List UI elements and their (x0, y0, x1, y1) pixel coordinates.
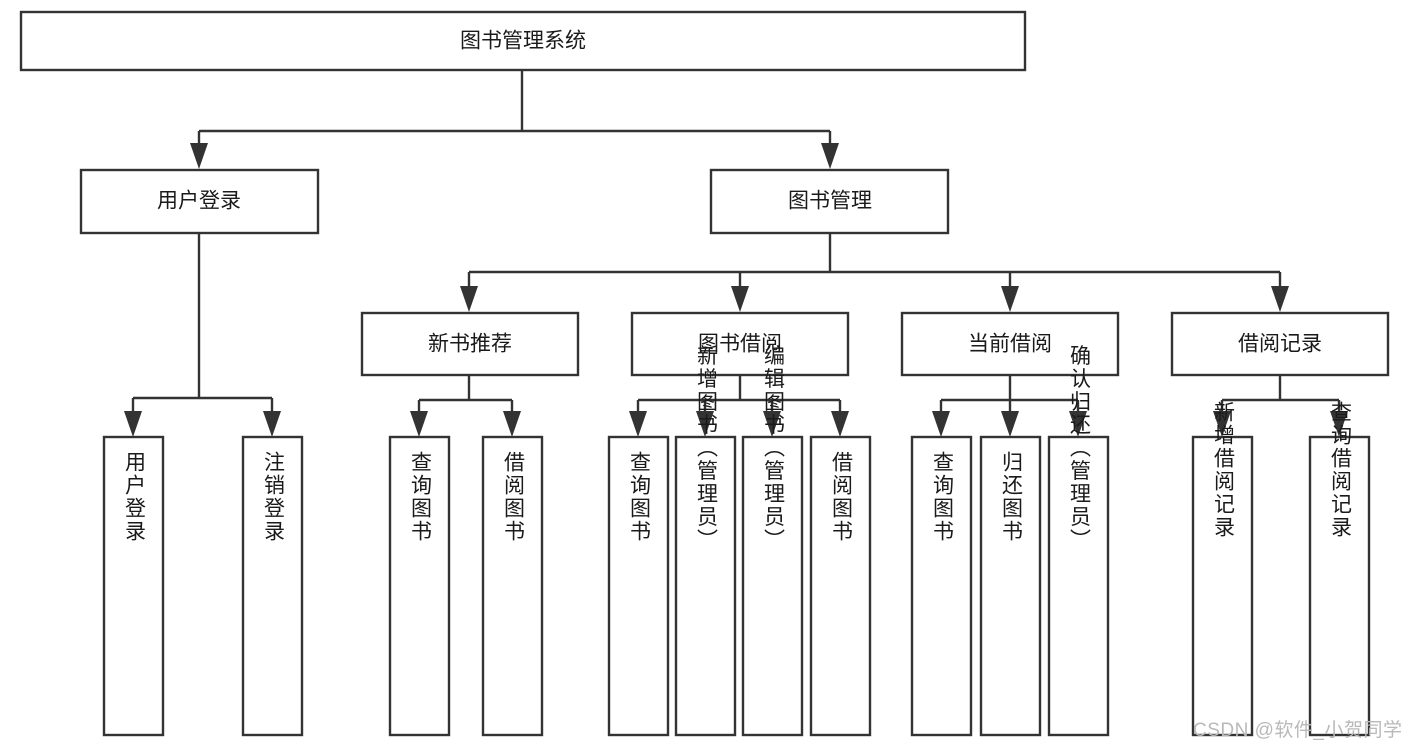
node-leaf-borrow-book-2[interactable]: 借阅图书 (809, 435, 872, 737)
node-leaf-confirm-return-label: 确认归还（管理员） (1068, 345, 1092, 552)
node-borrow-record-box[interactable] (1170, 311, 1390, 377)
node-book-borrow-box[interactable] (630, 311, 850, 377)
node-leaf-query-book-2-label: 查询图书 (628, 451, 652, 543)
node-leaf-user-logout-label: 注销登录 (262, 451, 286, 543)
connector-currentborrow-bus (939, 375, 1080, 418)
node-new-book-rec-box[interactable] (360, 311, 580, 377)
node-leaf-user-logout[interactable]: 注销登录 (241, 435, 304, 737)
node-leaf-query-book-3-box[interactable] (910, 435, 973, 737)
arrow-head-icon (190, 143, 208, 169)
connector-root-bus (197, 71, 832, 152)
arrow-head-icon (731, 286, 749, 312)
node-leaf-borrow-book-1-label: 借阅图书 (502, 451, 526, 543)
connector-bookmanage-bus (467, 233, 1282, 293)
arrow-head-icon (629, 411, 647, 437)
node-leaf-user-logout-box[interactable] (241, 435, 304, 737)
node-root-label: 图书管理系统 (460, 30, 586, 53)
node-leaf-add-record-box[interactable] (1191, 435, 1254, 737)
node-leaf-edit-book-label: 编辑图书（管理员） (762, 345, 786, 552)
arrow-head-icon (1213, 411, 1231, 437)
arrow-head-icon (1069, 411, 1087, 437)
node-current-borrow[interactable]: 当前借阅 (900, 311, 1120, 377)
node-current-borrow-label: 当前借阅 (968, 333, 1052, 356)
node-leaf-edit-book-box[interactable] (741, 435, 804, 737)
node-leaf-add-book[interactable]: 新增图书（管理员） (674, 345, 737, 737)
node-borrow-record[interactable]: 借阅记录 (1170, 311, 1390, 377)
connector-newbook-bus (417, 375, 514, 418)
node-user-login[interactable]: 用户登录 (79, 168, 320, 235)
node-book-borrow-label: 图书借阅 (698, 333, 782, 356)
arrow-head-icon (1330, 411, 1348, 437)
node-book-borrow[interactable]: 图书借阅 (630, 311, 850, 377)
node-leaf-add-book-box[interactable] (674, 435, 737, 737)
csdn-watermark: CSDN @软件_小贺同学 (1193, 720, 1403, 741)
node-leaf-query-book-2-box[interactable] (607, 435, 670, 737)
node-leaf-user-login[interactable]: 用户登录 (102, 435, 165, 737)
node-leaf-query-record-label: 查询借阅记录 (1329, 401, 1353, 539)
node-book-manage[interactable]: 图书管理 (709, 168, 950, 235)
node-leaf-return-book-label: 归还图书 (1000, 451, 1024, 543)
node-leaf-query-book-1-box[interactable] (388, 435, 451, 737)
node-user-login-label: 用户登录 (157, 190, 241, 213)
arrow-head-icon (1001, 411, 1019, 437)
node-leaf-confirm-return-box[interactable] (1047, 435, 1110, 737)
node-leaf-query-book-3-label: 查询图书 (931, 451, 955, 543)
arrow-head-icon (1001, 286, 1019, 312)
connector-bookborrow-bus (636, 375, 842, 418)
connector-userlogin-bus (131, 233, 274, 418)
node-leaf-user-login-label: 用户登录 (123, 451, 147, 543)
node-leaf-borrow-book-1[interactable]: 借阅图书 (481, 435, 544, 737)
arrow-head-icon (410, 411, 428, 437)
arrowheads-layer (124, 143, 1348, 437)
node-leaf-confirm-return[interactable]: 确认归还（管理员） (1047, 345, 1110, 737)
node-new-book-rec-label: 新书推荐 (428, 333, 512, 356)
node-root-box[interactable] (19, 10, 1027, 72)
connectors-layer (131, 71, 1341, 418)
node-leaf-edit-book[interactable]: 编辑图书（管理员） (741, 345, 804, 737)
arrow-head-icon (696, 411, 714, 437)
node-leaf-query-book-1[interactable]: 查询图书 (388, 435, 451, 737)
node-leaf-return-book[interactable]: 归还图书 (979, 435, 1042, 737)
arrow-head-icon (831, 411, 849, 437)
node-leaf-add-record[interactable]: 新增借阅记录 (1191, 401, 1254, 737)
arrow-head-icon (932, 411, 950, 437)
node-leaf-borrow-book-2-label: 借阅图书 (830, 451, 854, 543)
node-root[interactable]: 图书管理系统 (19, 10, 1027, 72)
node-leaf-query-record[interactable]: 查询借阅记录 (1308, 401, 1371, 737)
node-leaf-query-book-1-label: 查询图书 (409, 451, 433, 543)
arrow-head-icon (821, 143, 839, 169)
arrow-head-icon (1271, 286, 1289, 312)
node-leaf-query-book-2[interactable]: 查询图书 (607, 435, 670, 737)
node-leaf-query-record-box[interactable] (1308, 435, 1371, 737)
node-user-login-box[interactable] (79, 168, 320, 235)
arrow-head-icon (763, 411, 781, 437)
node-book-manage-label: 图书管理 (788, 190, 872, 213)
connector-borrowrecord-bus (1220, 375, 1341, 418)
node-leaf-add-record-label: 新增借阅记录 (1212, 401, 1236, 539)
node-borrow-record-label: 借阅记录 (1238, 333, 1322, 356)
node-leaf-query-book-3[interactable]: 查询图书 (910, 435, 973, 737)
node-new-book-rec[interactable]: 新书推荐 (360, 311, 580, 377)
node-leaf-borrow-book-2-box[interactable] (809, 435, 872, 737)
node-leaf-user-login-box[interactable] (102, 435, 165, 737)
arrow-head-icon (460, 286, 478, 312)
node-leaf-add-book-label: 新增图书（管理员） (695, 345, 719, 552)
node-leaf-borrow-book-1-box[interactable] (481, 435, 544, 737)
node-book-manage-box[interactable] (709, 168, 950, 235)
arrow-head-icon (124, 411, 142, 437)
arrow-head-icon (263, 411, 281, 437)
node-current-borrow-box[interactable] (900, 311, 1120, 377)
arrow-head-icon (503, 411, 521, 437)
node-leaf-return-book-box[interactable] (979, 435, 1042, 737)
